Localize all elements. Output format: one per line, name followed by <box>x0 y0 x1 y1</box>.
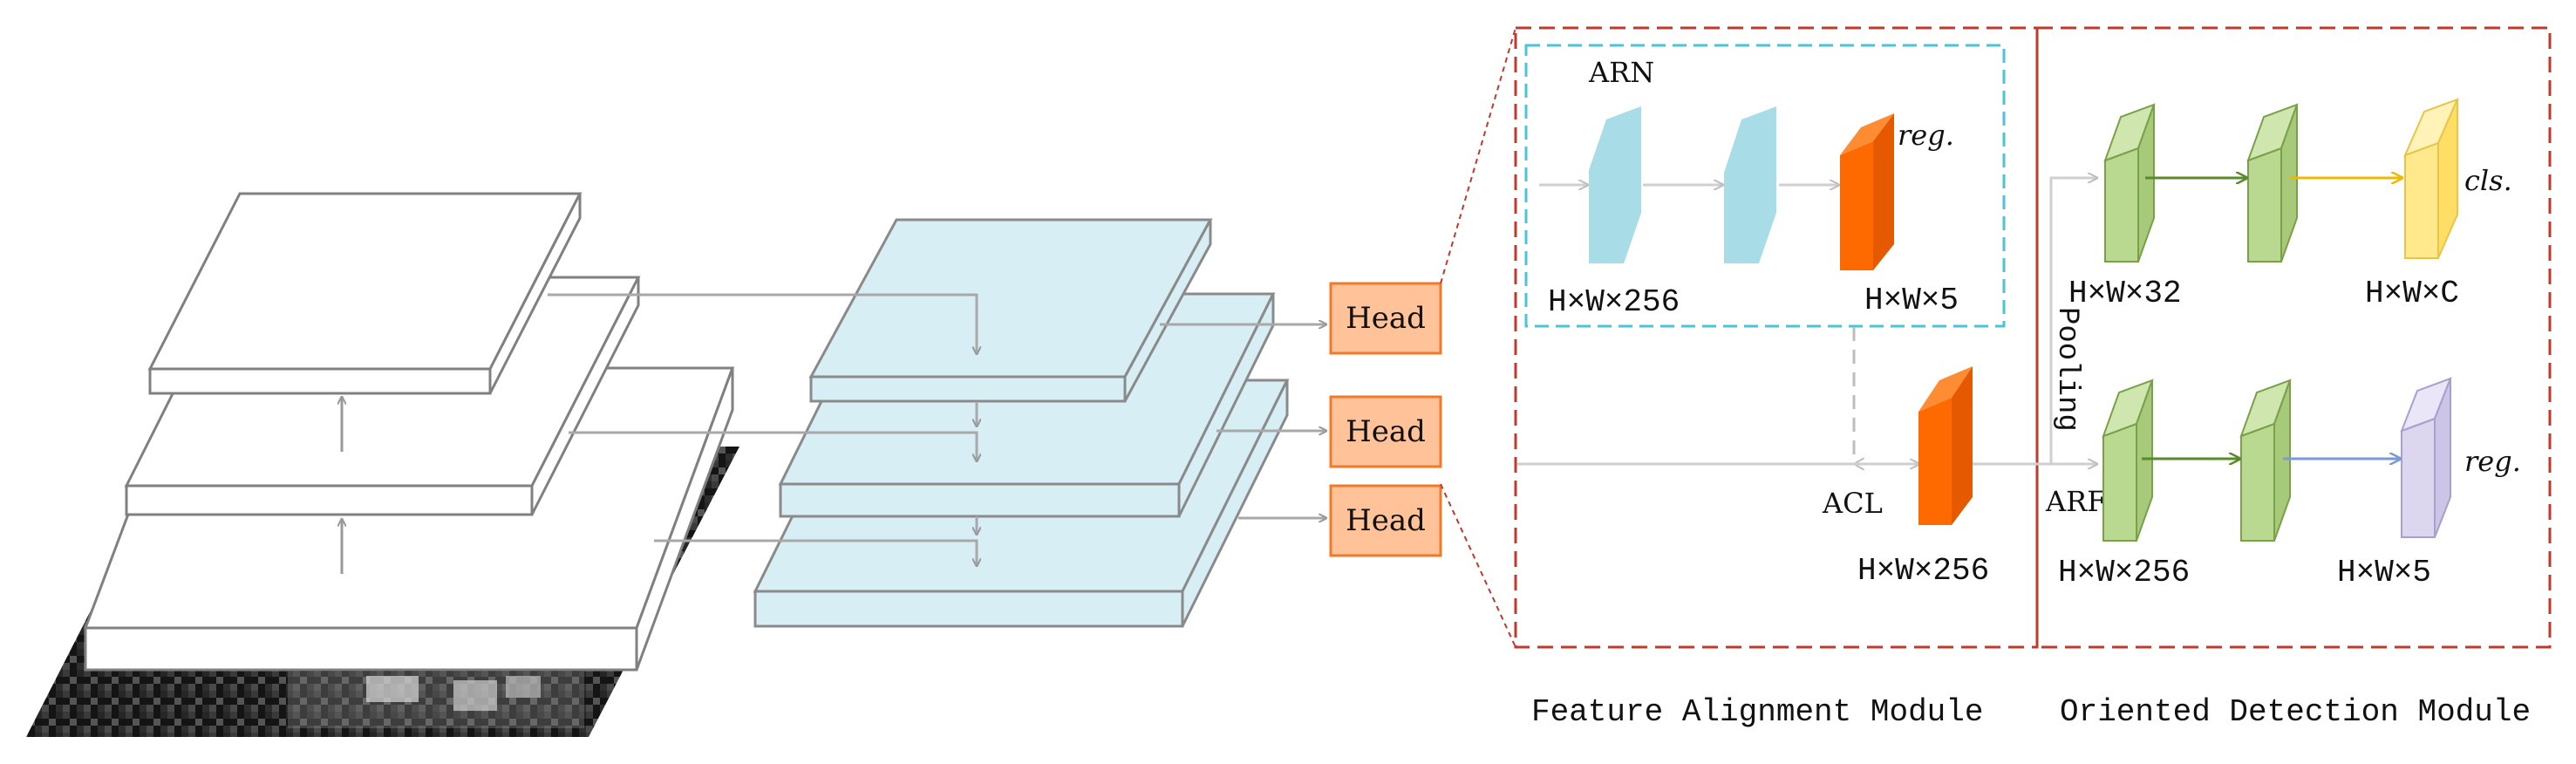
head-box-2: Head <box>1329 395 1442 468</box>
odm-cls-block <box>2403 98 2459 259</box>
odm-dim-bottom: H×W×256 <box>2058 555 2190 590</box>
odm-bottom-green-1 <box>2102 379 2154 542</box>
head-label: Head <box>1346 301 1426 336</box>
arf-label: ARF <box>2045 485 2106 518</box>
fam-dim-reg: H×W×5 <box>1864 283 1959 318</box>
fpn-to-head-arrows <box>1160 324 1325 518</box>
fpn-layer-3 <box>808 218 1213 403</box>
odm-top-green-2 <box>2246 103 2299 263</box>
acl-label: ACL <box>1822 487 1883 520</box>
odm-reg-block <box>2400 377 2452 538</box>
odm-bottom-green-2 <box>2239 379 2292 542</box>
arn-label: ARN <box>1588 56 1654 89</box>
fam-reg-label: reg. <box>1898 119 1954 152</box>
arn-block-1 <box>1589 106 1641 263</box>
odm-dim-top: H×W×32 <box>2068 276 2182 311</box>
odm-dim-cls: H×W×C <box>2365 276 2459 311</box>
head-label: Head <box>1346 503 1426 538</box>
odm-top-green-1 <box>2103 103 2156 263</box>
odm-dashed-border <box>2035 26 2552 649</box>
arn-block-2 <box>1724 106 1776 263</box>
arn-block-reg <box>1840 113 1894 270</box>
arn-box <box>1524 44 2006 328</box>
head-label: Head <box>1346 414 1426 449</box>
fam-dim-acl: H×W×256 <box>1857 553 1989 589</box>
head-box-1: Head <box>1329 282 1442 355</box>
acl-block <box>1918 366 1973 525</box>
odm-cls-label: cls. <box>2464 164 2512 197</box>
head-box-3: Head <box>1329 484 1442 557</box>
lateral-connections <box>548 293 977 565</box>
odm-branch-lines <box>2049 178 2096 464</box>
odm-reg-label: reg. <box>2464 445 2521 478</box>
pooling-label: Pooling <box>2050 307 2083 432</box>
odm-title: Oriented Detection Module <box>2060 694 2531 730</box>
zoom-lines <box>1440 27 1516 648</box>
fam-dim-arn: H×W×256 <box>1548 284 1680 320</box>
fam-title: Feature Alignment Module <box>1531 694 1983 730</box>
backbone-layer-3 <box>147 192 583 395</box>
odm-dim-reg: H×W×5 <box>2337 555 2431 590</box>
